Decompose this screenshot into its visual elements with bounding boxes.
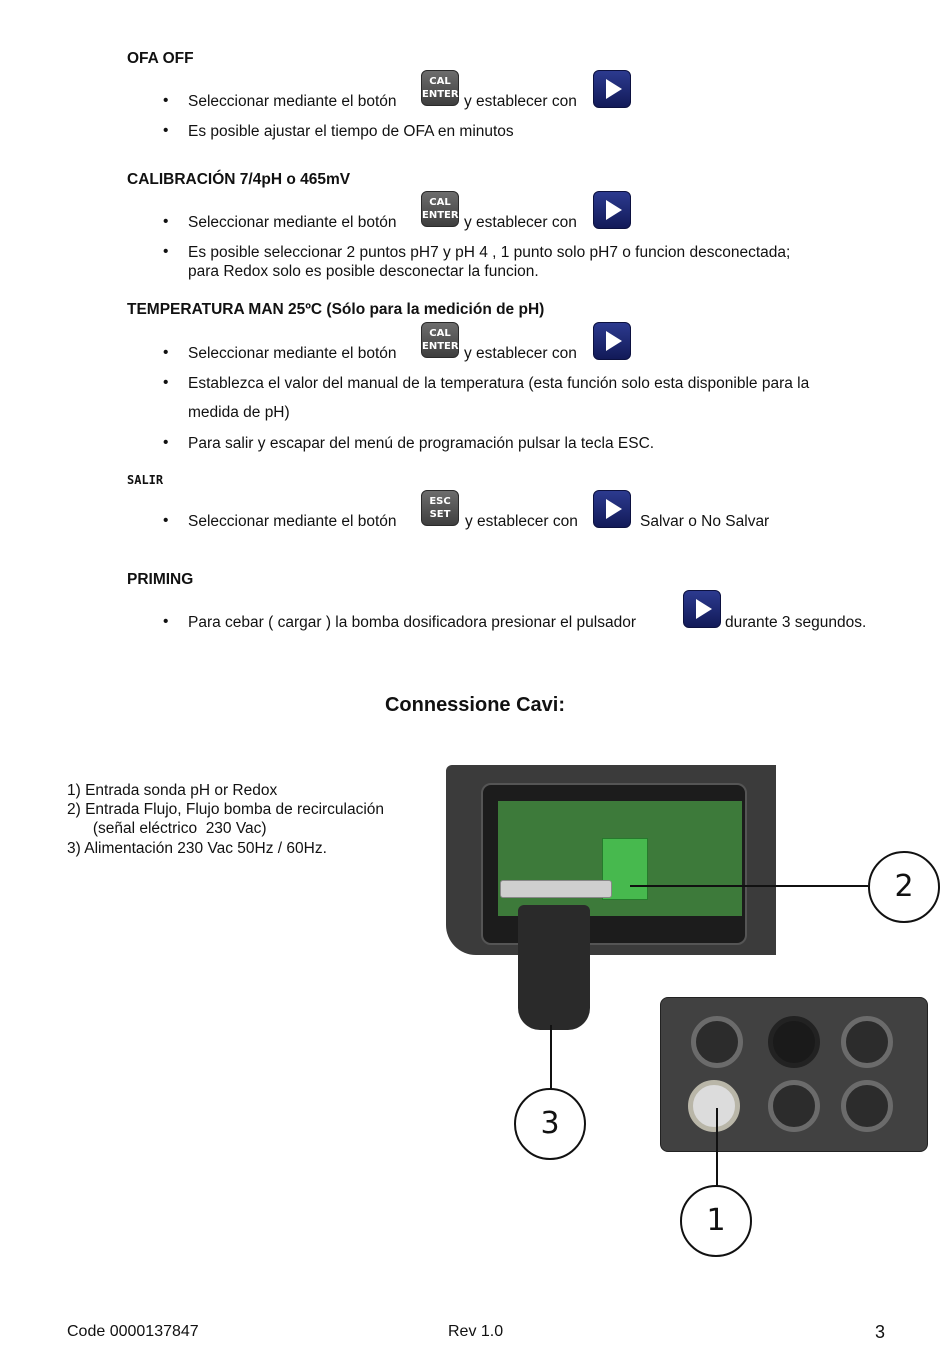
callout-line-1 — [716, 1108, 718, 1186]
salir-bullet-1-text: Seleccionar mediante el botón — [188, 513, 397, 530]
footer-code: Code 0000137847 — [67, 1323, 199, 1340]
salir-bullet-1-post: y establecer con — [465, 513, 578, 530]
temp-bullet-1-text: Seleccionar mediante el botón — [188, 345, 397, 362]
bullet: • — [163, 613, 169, 630]
play-button-icon — [593, 70, 631, 108]
callout-line-2 — [630, 885, 868, 887]
usb-connector — [768, 1016, 820, 1068]
bullet: • — [163, 344, 169, 361]
temp-bullet-2-line-2: medida de pH) — [188, 404, 290, 421]
cal-bullet-1-text: Seleccionar mediante el botón — [188, 214, 397, 231]
bnc-connector — [688, 1080, 740, 1132]
bullet: • — [163, 512, 169, 529]
callout-1: 1 — [680, 1185, 752, 1257]
connector-hole — [841, 1080, 893, 1132]
bullet: • — [163, 213, 169, 230]
callout-2: 2 — [868, 851, 940, 923]
connector-hole — [841, 1016, 893, 1068]
bullet: • — [163, 92, 169, 109]
priming-bullet-1-text: Para cebar ( cargar ) la bomba dosificad… — [188, 614, 637, 631]
section-title-salir: SALIR — [127, 473, 164, 487]
section-title-ofa: OFA OFF — [127, 50, 194, 67]
bullet: • — [163, 122, 169, 139]
ofa-bullet-1-post: y establecer con — [464, 93, 577, 110]
cable-gland-image — [518, 905, 590, 1030]
connection-item-3: 3) Alimentación 230 Vac 50Hz / 60Hz. — [67, 840, 327, 857]
connector-panel-image — [660, 997, 928, 1152]
connector-hole — [768, 1080, 820, 1132]
footer-rev: Rev 1.0 — [448, 1323, 504, 1340]
cal-bullet-2-line-2: para Redox solo es posible desconectar l… — [188, 263, 539, 280]
page-number: 3 — [875, 1322, 886, 1342]
connections-title: Connessione Cavi: — [384, 694, 566, 716]
priming-bullet-1-post: durante 3 segundos. — [725, 614, 867, 631]
play-button-icon — [683, 590, 721, 628]
salir-bullet-1-end: Salvar o No Salvar — [640, 513, 770, 530]
bullet: • — [163, 374, 169, 391]
temp-bullet-3-text: Para salir y escapar del menú de program… — [188, 435, 655, 452]
connection-item-2-sub: (señal eléctrico 230 Vac) — [67, 820, 267, 837]
fuse-image — [500, 880, 612, 898]
play-button-icon — [593, 322, 631, 360]
connection-item-1: 1) Entrada sonda pH or Redox — [67, 782, 278, 799]
play-button-icon — [593, 191, 631, 229]
bullet: • — [163, 434, 169, 451]
ofa-bullet-2-text: Es posible ajustar el tiempo de OFA en m… — [188, 123, 514, 140]
connector-hole — [691, 1016, 743, 1068]
ofa-bullet-1-text: Seleccionar mediante el botón — [188, 93, 397, 110]
bullet: • — [163, 243, 169, 260]
temp-bullet-1-post: y establecer con — [464, 345, 577, 362]
cal-bullet-2-line-1: Es posible seleccionar 2 puntos pH7 y pH… — [188, 244, 791, 261]
cal-bullet-1-post: y establecer con — [464, 214, 577, 231]
connection-item-2: 2) Entrada Flujo, Flujo bomba de recircu… — [67, 801, 385, 818]
section-title-priming: PRIMING — [127, 571, 194, 588]
callout-3: 3 — [514, 1088, 586, 1160]
section-title-temperatura: TEMPERATURA MAN 25ºC (Sólo para la medic… — [127, 301, 545, 318]
section-title-calibracion: CALIBRACIÓN 7/4pH o 465mV — [127, 171, 351, 188]
callout-line-3 — [550, 1025, 552, 1089]
play-button-icon — [593, 490, 631, 528]
temp-bullet-2-line-1: Establezca el valor del manual de la tem… — [188, 375, 810, 392]
